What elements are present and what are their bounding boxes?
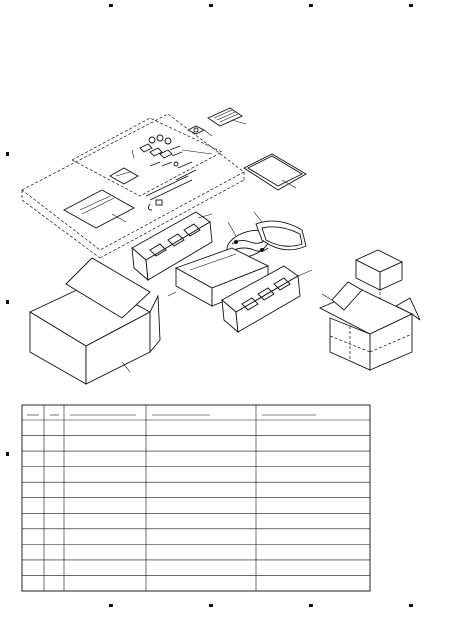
- outer-carton-open: [29, 257, 161, 385]
- top-registration-marks: [109, 4, 413, 7]
- bag-edge: [99, 179, 245, 259]
- installation-sheet: [243, 153, 307, 191]
- leader-line: [131, 149, 135, 159]
- registration-mark: [409, 604, 413, 607]
- leader-line: [321, 293, 333, 301]
- registration-mark: [6, 300, 9, 304]
- parts-table: [21, 404, 371, 592]
- leader-line: [167, 291, 177, 297]
- small-box: [354, 249, 404, 291]
- bottom-registration-marks: [109, 604, 413, 607]
- registration-mark: [109, 604, 113, 607]
- registration-mark: [6, 452, 9, 456]
- trim-frame: [253, 211, 307, 251]
- registration-mark: [209, 604, 213, 607]
- leader-line: [181, 149, 213, 155]
- leader-line: [253, 211, 263, 223]
- leader-line: [121, 361, 131, 373]
- left-registration-marks: [6, 152, 9, 456]
- registration-mark: [6, 152, 9, 156]
- remote-control: [207, 107, 247, 127]
- registration-mark: [109, 4, 113, 7]
- accessory-bag-outline: [21, 113, 245, 259]
- screws-and-brackets: [131, 134, 213, 159]
- registration-mark: [309, 4, 313, 7]
- leader-line: [203, 129, 213, 137]
- small-connector: [186, 125, 213, 137]
- cords: [145, 169, 197, 211]
- registration-mark: [209, 4, 213, 7]
- left-foam-cushion: [131, 211, 213, 282]
- registration-mark: [309, 604, 313, 607]
- leader-line: [281, 179, 297, 189]
- leader-line: [227, 221, 237, 237]
- registration-mark: [409, 4, 413, 7]
- right-foam-cushion: [221, 265, 313, 334]
- leader-line: [111, 213, 127, 223]
- leader-line: [197, 213, 213, 219]
- small-card: [109, 167, 139, 185]
- leader-line: [297, 269, 313, 277]
- leader-line: [231, 119, 247, 125]
- owners-manual: [63, 189, 135, 229]
- inner-accessory-bag: [71, 117, 223, 197]
- small-screws: [149, 161, 193, 169]
- bag-edge: [21, 199, 101, 259]
- outer-carton-right: [318, 281, 421, 371]
